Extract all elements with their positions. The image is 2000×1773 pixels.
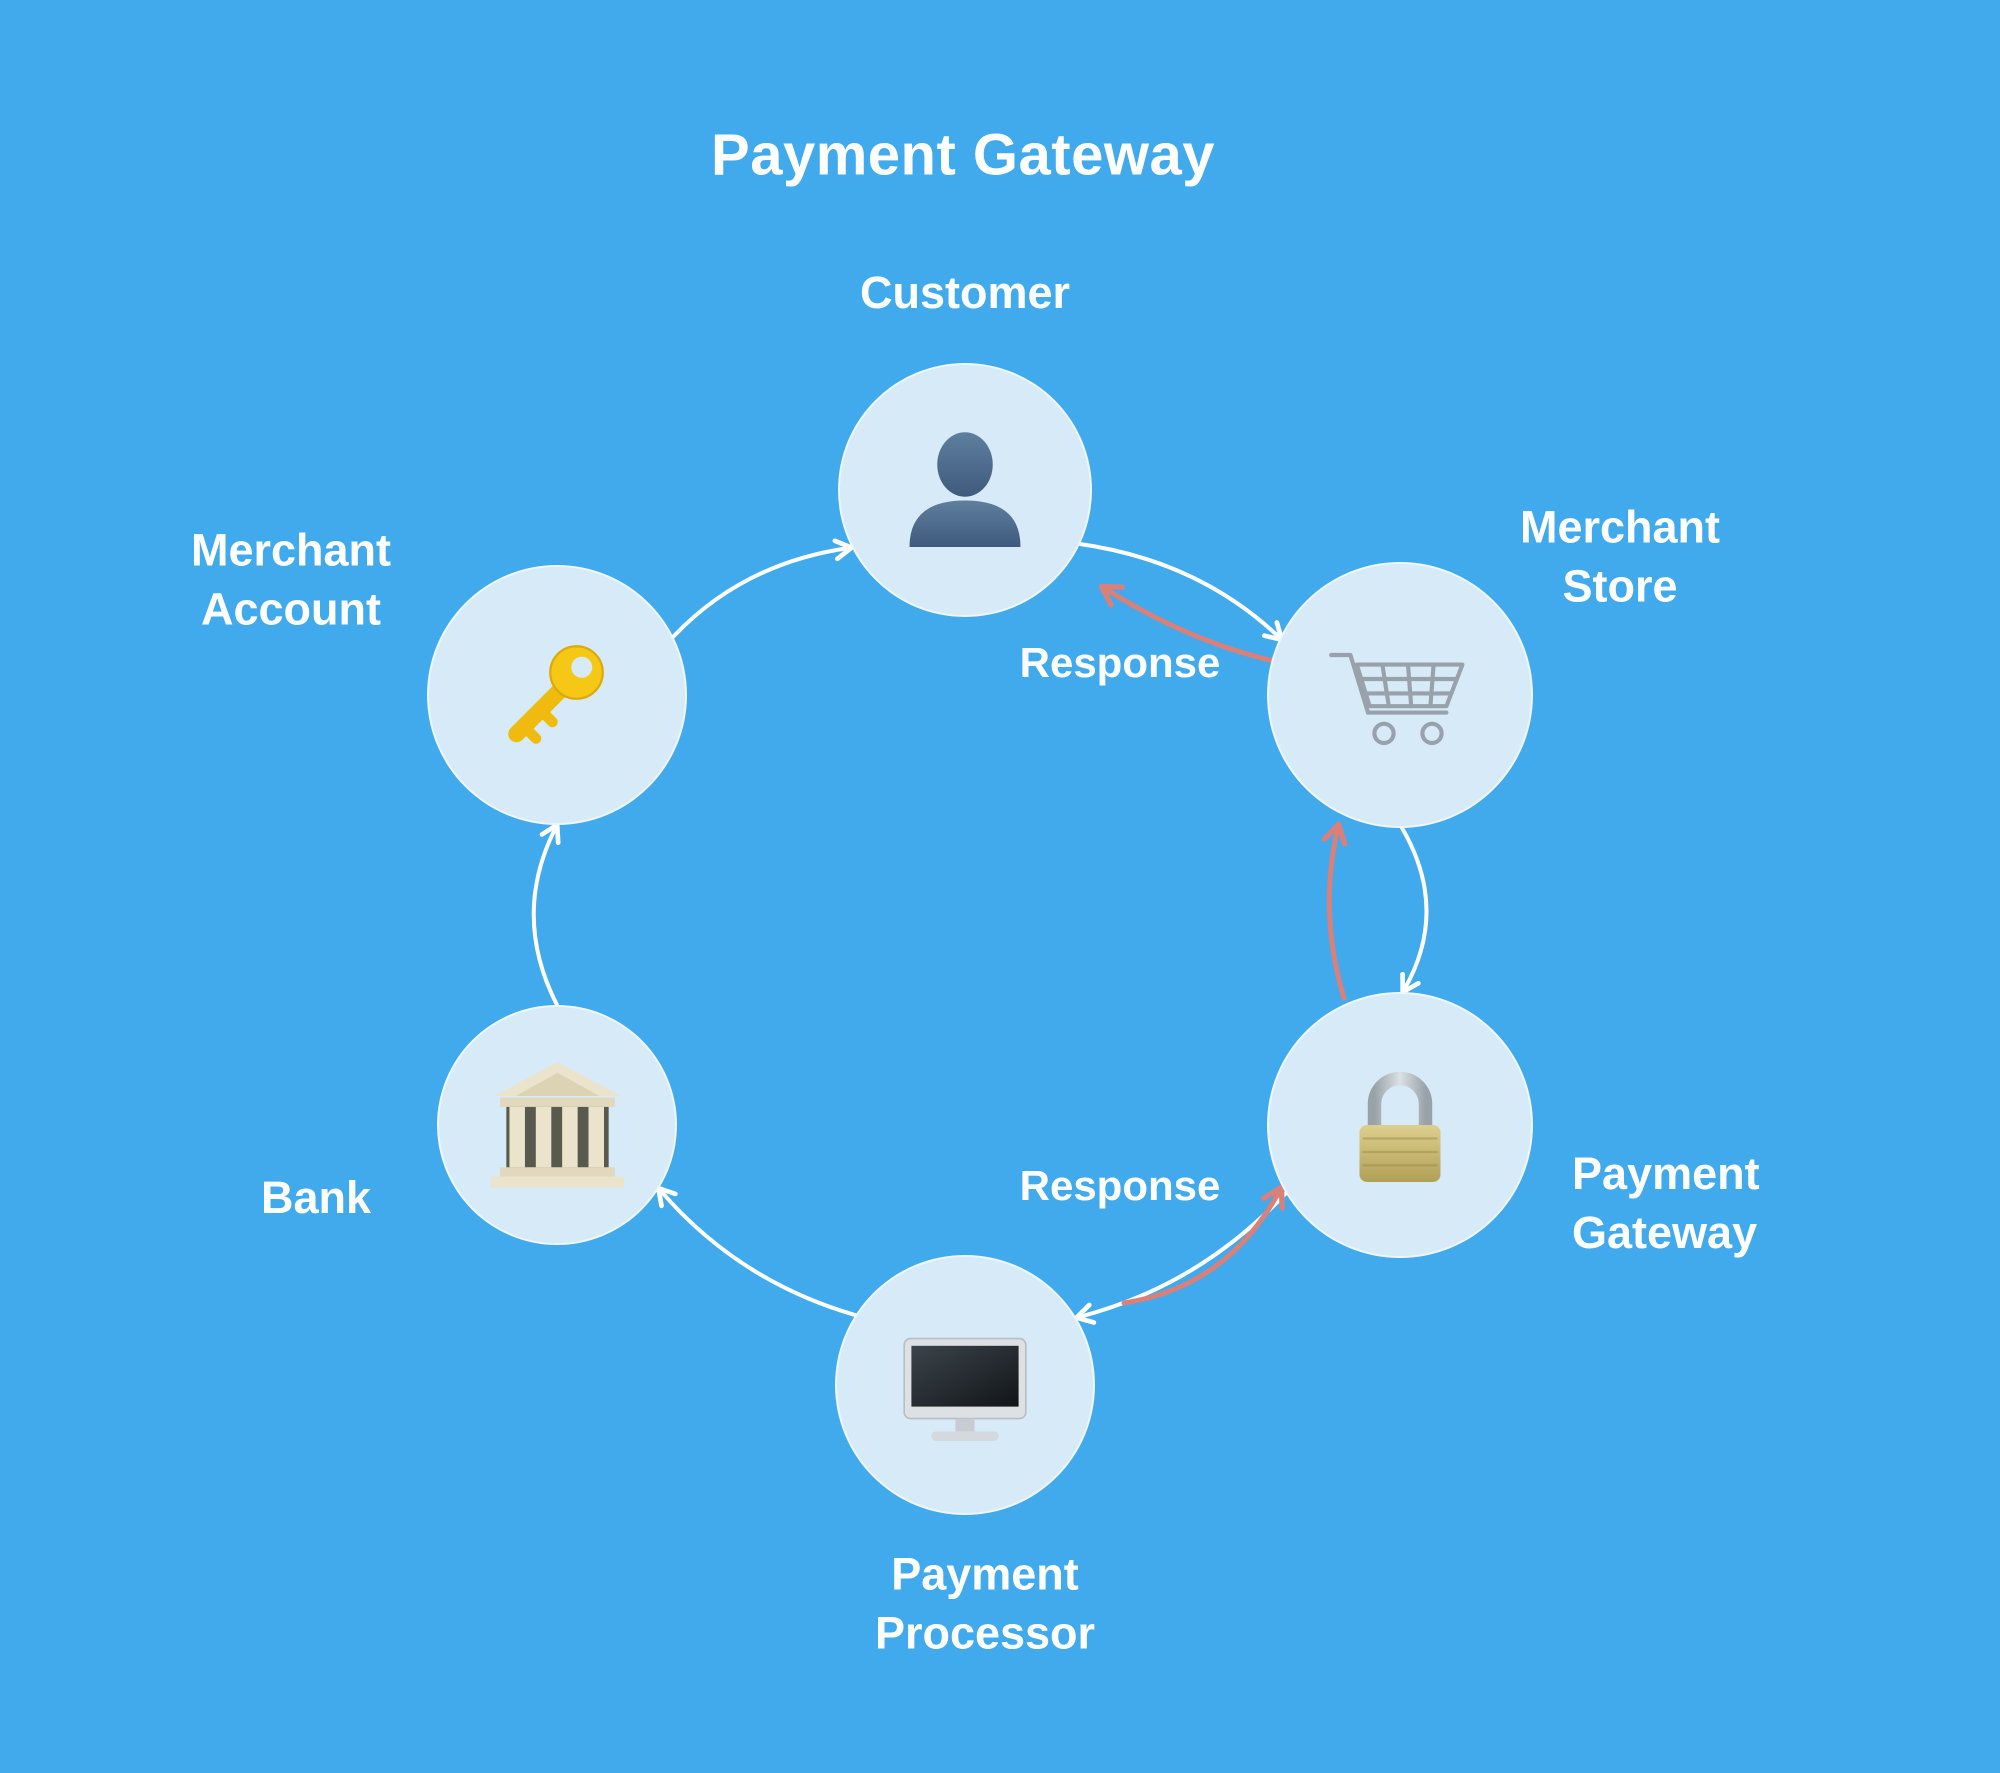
node-bank	[437, 1005, 677, 1245]
diagram-title: Payment Gateway	[711, 122, 1215, 188]
person-icon	[909, 432, 1021, 547]
node-merchant-account	[427, 565, 687, 825]
node-customer	[838, 363, 1092, 617]
response-label-top: Response	[1019, 639, 1221, 686]
label-bank: Bank	[260, 1171, 372, 1223]
arrow-payment-processor-to-bank	[655, 1185, 857, 1317]
arrow-bank-to-merchant-account	[531, 822, 561, 1007]
key-icon	[508, 645, 604, 744]
response-arrow-payment-gateway-to-merchant-store	[1321, 821, 1348, 1001]
node-payment-processor	[835, 1255, 1095, 1515]
node-payment-gateway	[1267, 992, 1533, 1258]
desktop-computer-icon	[903, 1337, 1027, 1441]
arrow-merchant-store-to-payment-gateway	[1400, 826, 1429, 995]
label-payment-processor: Payment Processor	[874, 1548, 1096, 1659]
label-merchant-account: Merchant Account	[190, 524, 392, 635]
label-customer: Customer	[859, 266, 1071, 318]
label-merchant-store: Merchant Store	[1519, 501, 1721, 612]
bank-building-icon	[490, 1061, 624, 1187]
arrow-merchant-account-to-customer	[671, 538, 854, 639]
arrow-payment-gateway-to-payment-processor	[1074, 1191, 1288, 1325]
response-label-bottom: Response	[1019, 1162, 1221, 1209]
shopping-cart-icon	[1329, 652, 1465, 746]
arrow-customer-to-merchant-store	[1078, 542, 1285, 643]
node-merchant-store	[1267, 562, 1533, 828]
label-payment-gateway: Payment Gateway	[1572, 1148, 1760, 1258]
padlock-icon	[1359, 1071, 1441, 1182]
